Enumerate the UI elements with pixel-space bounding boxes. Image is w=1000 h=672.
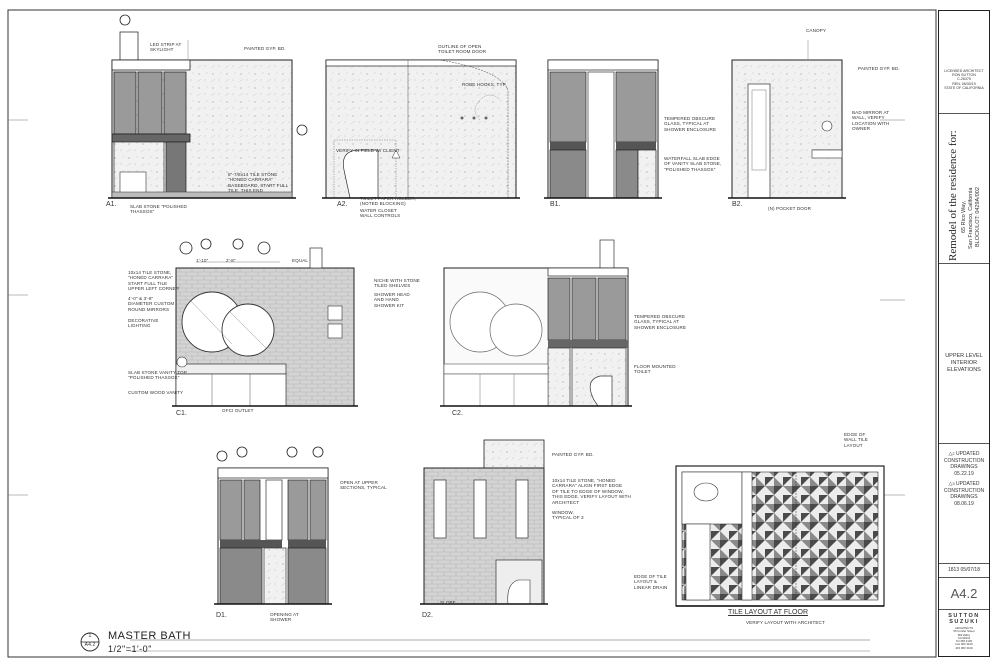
project-block-lot: BLOCK/LOT: 0429A/002	[975, 187, 981, 247]
project-heading: Remodel of the residence for:	[947, 130, 959, 261]
note-d2-slope: SLOPE	[440, 600, 456, 605]
note-a1-painted: PAINTED GYP. BD.	[244, 46, 286, 51]
title-block: LICENSED ARCHITECT RON SUTTON C-26375 RE…	[938, 10, 990, 657]
elevation-b2	[728, 40, 846, 199]
tile-layout-plan	[675, 465, 885, 607]
sheet-border	[7, 9, 937, 658]
stamp-text: LICENSED ARCHITECT RON SUTTON C-26375 RE…	[944, 69, 984, 90]
note-c1-slab: SLAB STONE VANITY TOP,"POLISHED THASSOS"	[128, 370, 188, 381]
revision-delta-icon: △	[948, 481, 953, 487]
note-c1-cab: CUSTOM WOOD VANITY	[128, 390, 184, 395]
note-c1-tile: 10x14 TILE STONE,"HONED CARRARA"START FU…	[128, 270, 180, 292]
note-b2-painted: PAINTED GYP. BD.	[858, 66, 900, 71]
note-a2-verify: VERIFY IN FIELD W/ CLIENT	[336, 148, 400, 153]
note-a1-tile: 8"-7/8x14 TILE STONE"HONED CARRARA"BASEB…	[228, 172, 289, 194]
elevation-a1	[108, 14, 308, 199]
elevation-d1	[214, 446, 332, 605]
view-label-b1: B1.	[550, 201, 561, 208]
note-c1-gfci: GFCI OUTLET	[222, 408, 254, 413]
view-label-d1: D1.	[216, 612, 227, 619]
drawing-scale: 1/2"=1'-0"	[108, 644, 152, 654]
note-b2-pocket: (N) POCKET DOOR	[768, 206, 812, 211]
note-c1-equal: EQUAL	[292, 258, 309, 263]
view-label-a1: A1.	[106, 201, 117, 208]
bubble-number: 1	[88, 633, 92, 639]
project-address-1: 65 Rico Way,	[961, 200, 967, 233]
note-a2-toilet: TOILET PAPER HOLDER,(NOTED BLOCKING)	[360, 196, 417, 207]
note-d2-painted: PAINTED GYP. BD.	[552, 452, 594, 457]
elevation-c2	[440, 239, 632, 407]
sheet-description: UPPER LEVEL INTERIOR ELEVATIONS	[945, 353, 983, 373]
note-a2-robe: ROBE HOOKS, TYP.	[462, 82, 507, 87]
note-d2-window: WINDOW,TYPICAL OF 3	[552, 510, 584, 521]
drawing-title-bubble	[80, 632, 100, 652]
elevation-c1	[172, 238, 358, 407]
elevation-a2	[322, 59, 520, 199]
sheet-number: A4.2	[950, 586, 978, 601]
revision-delta-icon: △	[948, 451, 953, 457]
view-label-c2: C2.	[452, 410, 463, 417]
view-label-tile: TILE LAYOUT AT FLOOR	[728, 609, 809, 616]
elevation-d2	[420, 439, 548, 605]
view-sub-tile: VERIFY LAYOUT WITH ARCHITECT	[746, 620, 825, 625]
note-c1-dim1: 2'-8"	[226, 258, 236, 263]
bubble-sheet: A4.2	[84, 642, 96, 648]
view-label-c1: C1.	[176, 410, 187, 417]
revision-3: △3 UPDATED CONSTRUCTION DRAWINGS 08.06.1…	[943, 481, 985, 507]
view-label-d2: D2.	[422, 612, 433, 619]
revision-2: △2 UPDATED CONSTRUCTION DRAWINGS 05.22.1…	[943, 451, 985, 477]
job-date: 1813 05/07/18	[948, 567, 980, 573]
note-b2-canopy: CANOPY	[806, 28, 827, 33]
view-label-b2: B2.	[732, 201, 743, 208]
note-c1-dim2: 1'-10"	[196, 258, 209, 263]
view-label-a2: A2.	[337, 201, 348, 208]
elevation-b1	[544, 59, 662, 199]
project-address-2: San Francisco, California	[968, 187, 974, 249]
firm-name: SUTTON SUZUKI	[948, 613, 980, 625]
drawing-title: MASTER BATH	[108, 630, 191, 642]
